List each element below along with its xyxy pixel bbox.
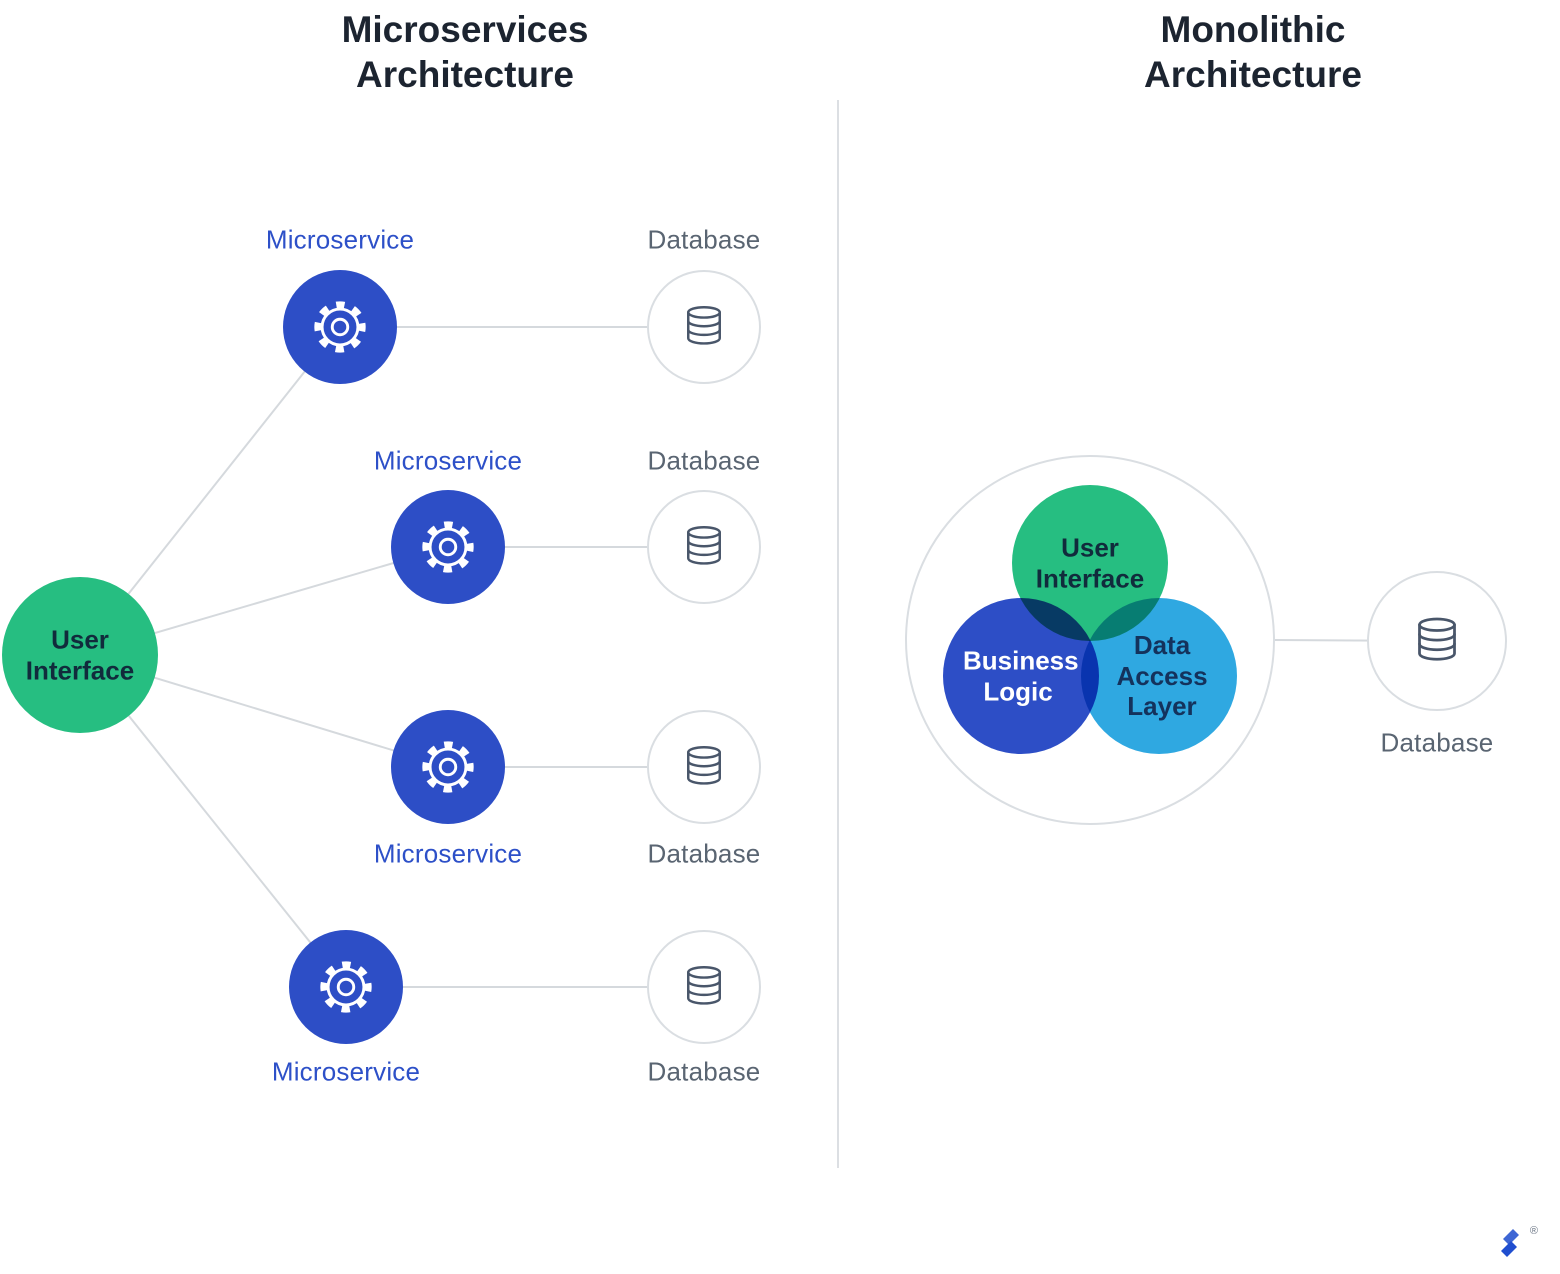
- database-label: Database: [647, 445, 761, 476]
- monolith-database-circle: [1367, 571, 1507, 711]
- right-diagram-title: Monolithic Architecture: [1144, 7, 1362, 97]
- database-cylinder-icon: [687, 305, 721, 345]
- database-label: Database: [1380, 727, 1494, 758]
- user-interface-label: User Interface: [25, 624, 135, 685]
- microservice-circle-1: [283, 270, 397, 384]
- microservice-label: Microservice: [373, 445, 523, 476]
- monolith-venn: [905, 455, 1275, 825]
- database-cylinder-icon: [687, 745, 721, 785]
- microservice-label: Microservice: [373, 838, 523, 869]
- database-circle-2: [647, 490, 761, 604]
- database-label: Database: [647, 224, 761, 255]
- gear-icon: [320, 961, 372, 1013]
- database-cylinder-icon: [687, 525, 721, 565]
- microservice-label: Microservice: [271, 1056, 421, 1087]
- monolith-user-interface-label: User Interface: [1035, 532, 1145, 593]
- toptal-logo: ®: [1494, 1225, 1538, 1267]
- registered-mark: ®: [1529, 1225, 1538, 1237]
- database-circle-4: [647, 930, 761, 1044]
- right-title-line1: Monolithic: [1160, 8, 1346, 50]
- user-interface-circle: [2, 577, 158, 733]
- right-title-line2: Architecture: [1144, 54, 1362, 95]
- microservice-label: Microservice: [265, 224, 415, 255]
- gear-icon: [422, 741, 474, 793]
- toptal-logo-icon: [1501, 1229, 1519, 1257]
- database-label: Database: [647, 838, 761, 869]
- left-title-line1: Microservices: [341, 8, 589, 50]
- microservice-circle-2: [391, 490, 505, 604]
- microservice-to-database-lines: [340, 326, 704, 988]
- venn-data-access-circle: [1081, 598, 1237, 754]
- database-label: Database: [647, 1056, 761, 1087]
- left-title-line2: Architecture: [356, 54, 574, 95]
- gear-icon: [422, 521, 474, 573]
- database-circle-3: [647, 710, 761, 824]
- microservice-circle-3: [391, 710, 505, 824]
- monolith-business-logic-label: Business Logic: [963, 645, 1079, 706]
- monolith-data-access-label: Data Access Layer: [1116, 629, 1208, 722]
- gear-icon: [314, 301, 366, 353]
- database-circle-1: [647, 270, 761, 384]
- microservice-circle-4: [289, 930, 403, 1044]
- database-cylinder-icon: [687, 965, 721, 1005]
- venn-business-logic-circle: [943, 598, 1099, 754]
- left-diagram-title: Microservices Architecture: [342, 7, 589, 97]
- database-cylinder-icon: [1418, 617, 1456, 661]
